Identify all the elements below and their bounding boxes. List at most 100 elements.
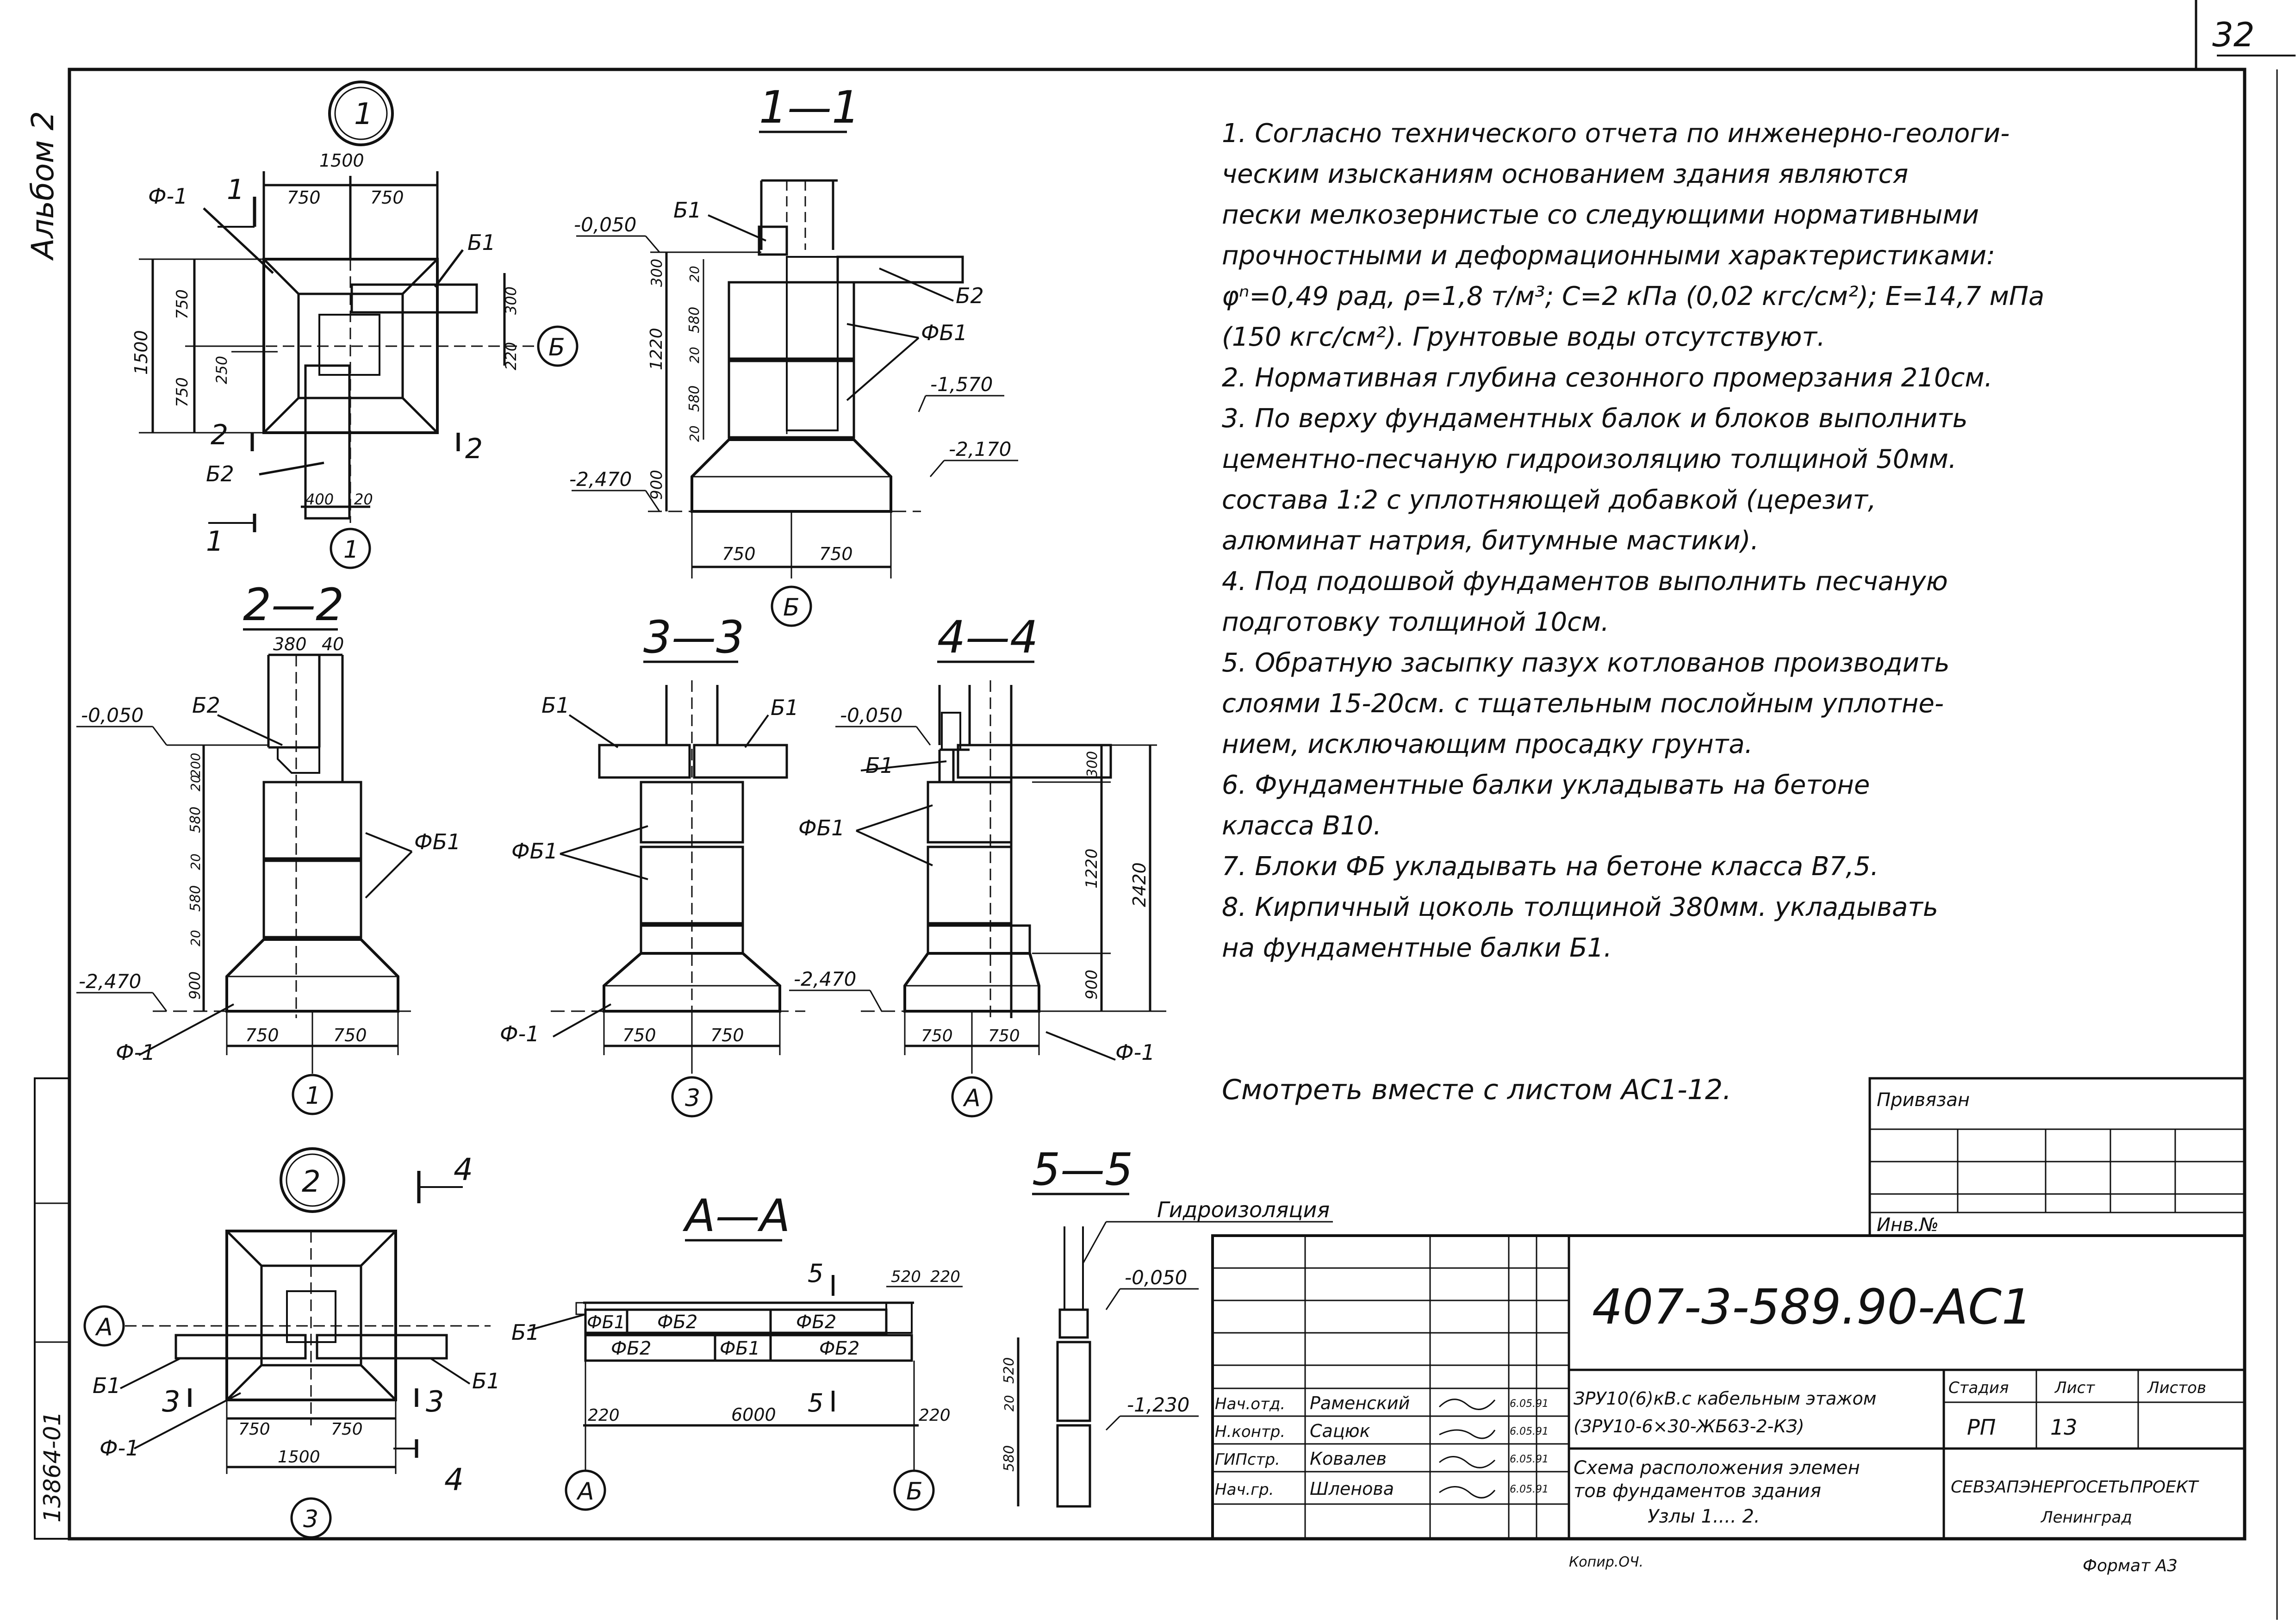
stage-value: РП [1967, 1415, 1996, 1440]
dim-750: 750 [722, 544, 756, 564]
note-line: прочностными и деформационными характери… [1222, 241, 1995, 271]
dim-220: 220 [588, 1406, 620, 1425]
section-1-mark: 1 [227, 174, 244, 206]
label-B2: Б2 [206, 461, 234, 486]
role: Нач.отд. [1215, 1395, 1285, 1413]
sheet-header: Лист [2054, 1379, 2095, 1397]
dim-750: 750 [370, 187, 404, 208]
dim-1220: 1220 [1083, 848, 1101, 889]
label-FB2: ФБ2 [819, 1338, 859, 1359]
section-5-mark: 5 [808, 1388, 823, 1418]
section-1-1: 1—1 -0,050 300 1220 900 20 580 20 580 20… [569, 81, 1018, 627]
section-title: А—А [682, 1190, 790, 1242]
note-line: состава 1:2 с уплотняющей добавкой (цере… [1222, 485, 1876, 515]
elev-minus-0050: -0,050 [840, 704, 902, 727]
section-5-mark: 5 [808, 1259, 823, 1288]
elev-minus-2470: -2,470 [569, 468, 632, 491]
dim-1500-vert: 1500 [131, 330, 151, 375]
dim-200: 200 [188, 753, 203, 777]
dim-750: 750 [245, 1025, 279, 1045]
note-line: нием, исключающим просадку грунта. [1222, 729, 1753, 759]
dim-750: 750 [710, 1025, 744, 1045]
section-2-mark: 2 [465, 433, 483, 465]
label-FB2: ФБ2 [611, 1338, 651, 1359]
dim-580: 580 [1001, 1445, 1017, 1472]
label-B1: Б1 [673, 198, 702, 223]
label-FB1: ФБ1 [921, 320, 967, 345]
sheet-description: Узлы 1.... 2. [1648, 1506, 1760, 1527]
note-line: пески мелкозернистые со следующими норма… [1222, 200, 1979, 230]
note-line: 3. По верху фундаментных балок и блоков … [1222, 404, 1968, 434]
label-B1: Б1 [771, 695, 799, 720]
album-label: Альбом 2 [25, 111, 61, 261]
dim-750: 750 [331, 1420, 363, 1439]
note-line: 7. Блоки ФБ укладывать на бетоне класса … [1222, 852, 1879, 882]
section-title: 2—2 [243, 579, 344, 631]
label-FB2: ФБ2 [657, 1312, 697, 1333]
label-B2: Б2 [192, 693, 220, 718]
general-notes: 1. Согласно технического отчета по инжен… [1222, 113, 2231, 969]
section-title: 3—3 [643, 611, 744, 663]
role: ГИПстр. [1215, 1450, 1280, 1469]
dim-750: 750 [622, 1025, 656, 1045]
note-line: подготовку толщиной 10см. [1222, 607, 1609, 637]
sign-date: 6.05.91 [1510, 1398, 1549, 1410]
dim-6000: 6000 [731, 1405, 776, 1425]
section-title: 1—1 [759, 81, 860, 133]
dim-900: 900 [647, 470, 666, 500]
dim-750-vert: 750 [173, 377, 192, 407]
dim-750: 750 [238, 1420, 270, 1439]
node-2-plan: 2 4 А Б1 Б1 3 3 Ф-1 4 750 750 1500 3 [83, 1147, 500, 1539]
sheet-value: 13 [2050, 1415, 2078, 1440]
dim-900: 900 [186, 971, 204, 1000]
dim-220: 220 [919, 1406, 951, 1425]
dim-750: 750 [333, 1025, 367, 1045]
dim-580: 580 [686, 307, 703, 333]
axis-3-label: 3 [303, 1505, 318, 1533]
dim-400: 400 [305, 491, 334, 508]
dim-20: 20 [188, 775, 203, 791]
label-F1: Ф-1 [100, 1436, 139, 1461]
note-line: класса В10. [1222, 811, 1382, 841]
label-FB1: ФБ1 [798, 815, 845, 840]
person-name: Сацюк [1310, 1421, 1370, 1441]
elev-minus-2470: -2,470 [79, 970, 141, 993]
section-1-mark: 1 [206, 525, 224, 558]
see-with-note: Смотреть вместе с листом АС1-12. [1222, 1074, 1732, 1106]
dim-40: 40 [322, 634, 344, 654]
axis-B-label: Б [906, 1478, 923, 1505]
label-B1: Б1 [472, 1368, 500, 1393]
section-3-mark: 3 [426, 1385, 444, 1418]
dim-20: 20 [188, 930, 203, 946]
label-FB1: ФБ1 [414, 829, 460, 854]
axis-A-label: А [576, 1478, 594, 1505]
dim-750: 750 [921, 1026, 953, 1045]
elev-minus-1570: -1,570 [930, 373, 993, 396]
note-line: φⁿ=0,49 рад, ρ=1,8 т/м³; С=2 кПа (0,02 к… [1222, 281, 2045, 311]
dim-580: 580 [187, 807, 204, 833]
elev-minus-2470: -2,470 [794, 968, 856, 990]
note-line: (150 кгс/см²). Грунтовые воды отсутствую… [1222, 322, 1825, 352]
dim-20: 20 [1002, 1395, 1017, 1412]
label-F1: Ф-1 [1115, 1040, 1155, 1065]
person-name: Раменский [1310, 1393, 1410, 1413]
sheets-header: Листов [2147, 1379, 2206, 1397]
label-B1: Б1 [467, 230, 496, 255]
note-line: 2. Нормативная глубина сезонного промерз… [1222, 363, 1993, 393]
dim-250: 250 [213, 356, 230, 384]
elev-minus-0050: -0,050 [574, 213, 636, 236]
section-2-2: 2—2 380 40 -0,050 -2,470 200 20 580 20 5… [76, 579, 460, 1115]
section-A-A: А—А ФБ1 ФБ2 ФБ2 ФБ2 ФБ1 ФБ2 Б1 5 5 520 2… [511, 1190, 963, 1511]
label-F1: Ф-1 [148, 184, 187, 209]
note-line: 1. Согласно технического отчета по инжен… [1222, 118, 2010, 149]
label-FB1: ФБ1 [511, 839, 558, 864]
signature [1438, 1399, 1496, 1499]
label-hydroinsulation: Гидроизоляция [1157, 1197, 1330, 1222]
city: Ленинград [2040, 1508, 2132, 1527]
note-line: на фундаментные балки Б1. [1222, 933, 1612, 963]
section-3-3: 3—3 Б1 Б1 ФБ1 Ф-1 750 750 3 [500, 611, 805, 1118]
note-line: 4. Под подошвой фундаментов выполнить пе… [1222, 566, 1948, 597]
dim-300: 300 [502, 286, 520, 315]
note-line: 6. Фундаментные балки укладывать на бето… [1222, 770, 1870, 800]
